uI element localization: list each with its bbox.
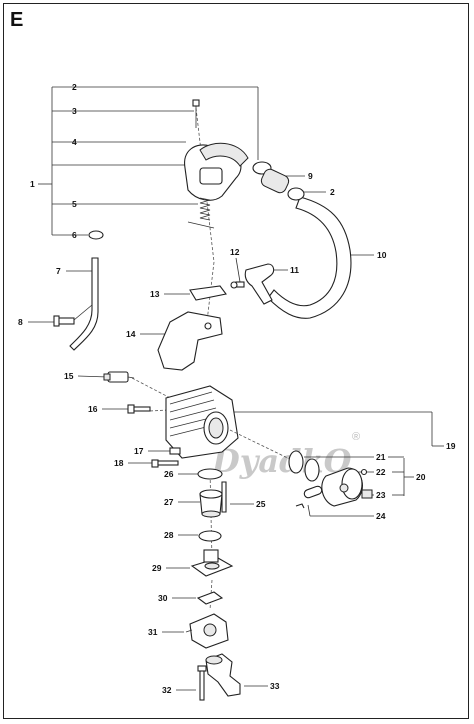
- clamp-28-part: [198, 530, 222, 542]
- callout-23: 23: [376, 490, 386, 500]
- screw-17-part: [169, 447, 181, 455]
- callout-numbers: 1 2 3 4 5 6 7 8 9 2 10 11 12 13 14 15 16…: [18, 82, 456, 695]
- callout-1: 1: [30, 179, 35, 189]
- bolt-16-part: [127, 404, 151, 414]
- callout-7: 7: [56, 266, 61, 276]
- callout-4: 4: [72, 137, 77, 147]
- carburetor-part: [185, 613, 229, 649]
- callout-24: 24: [376, 511, 386, 521]
- callout-6: 6: [72, 230, 77, 240]
- callout-9: 9: [308, 171, 313, 181]
- callout-5: 5: [72, 199, 77, 209]
- callout-26: 26: [164, 469, 174, 479]
- callout-27: 27: [164, 497, 174, 507]
- callout-20: 20: [416, 472, 426, 482]
- wrist-pin-part: [303, 485, 323, 499]
- callout-14: 14: [126, 329, 136, 339]
- screw-32-part: [197, 665, 207, 701]
- ring-part-lower: [287, 187, 305, 201]
- callout-33: 33: [270, 681, 280, 691]
- bolt-8-part: [53, 304, 93, 327]
- impulse-hose-part: [221, 481, 227, 513]
- flange-part: [190, 549, 234, 577]
- spring-part: [187, 197, 215, 229]
- buffer-part: [260, 168, 290, 194]
- callout-11: 11: [290, 265, 299, 275]
- callout-16: 16: [88, 404, 98, 414]
- spark-plug-part: [103, 371, 135, 383]
- callout-25: 25: [256, 499, 266, 509]
- gasket-30-part: [196, 591, 224, 605]
- gasket-part: [189, 285, 227, 301]
- retainer-22-part: [360, 468, 368, 476]
- callout-29: 29: [152, 563, 162, 573]
- callout-10: 10: [377, 250, 387, 260]
- watermark-registered-mark: ®: [352, 431, 360, 443]
- callout-22: 22: [376, 467, 386, 477]
- piston-part: [321, 467, 363, 507]
- callout-8: 8: [18, 317, 23, 327]
- watermark: DyadkO ®: [211, 431, 360, 480]
- grommet-part: [88, 230, 104, 240]
- callout-17: 17: [134, 446, 144, 456]
- heat-shield-part: [157, 311, 223, 371]
- muffler-assembly-part: [184, 99, 249, 201]
- screw-18-part: [151, 459, 179, 468]
- callout-12: 12: [230, 247, 240, 257]
- callout-19: 19: [446, 441, 456, 451]
- callout-30: 30: [158, 593, 168, 603]
- bracket-part: [244, 263, 275, 305]
- callout-3: 3: [72, 106, 77, 116]
- callout-18: 18: [114, 458, 124, 468]
- shield-hole: [204, 322, 212, 330]
- air-intake-part: [205, 653, 241, 697]
- fuel-tube-part: [69, 257, 99, 351]
- circlip-24-part: [295, 503, 305, 509]
- clamp-26-part: [197, 468, 223, 480]
- watermark-text: DyadkO: [211, 442, 352, 480]
- diagram-frame: [3, 3, 469, 719]
- piston-rings-part: [288, 450, 320, 482]
- callout-21: 21: [376, 452, 386, 462]
- intake-boot-part: [199, 489, 223, 518]
- callout-2-right: 2: [330, 187, 335, 197]
- needle-bearing-part: [361, 489, 373, 499]
- callout-15: 15: [64, 371, 74, 381]
- section-label: E: [10, 9, 24, 31]
- callout-13: 13: [150, 289, 160, 299]
- cylinder-part: [165, 385, 239, 459]
- screw-12-part: [230, 281, 245, 289]
- callout-31: 31: [148, 627, 158, 637]
- callout-32: 32: [162, 685, 172, 695]
- callout-28: 28: [164, 530, 174, 540]
- callout-2-top: 2: [72, 82, 77, 92]
- handle-tube-part: [267, 196, 352, 319]
